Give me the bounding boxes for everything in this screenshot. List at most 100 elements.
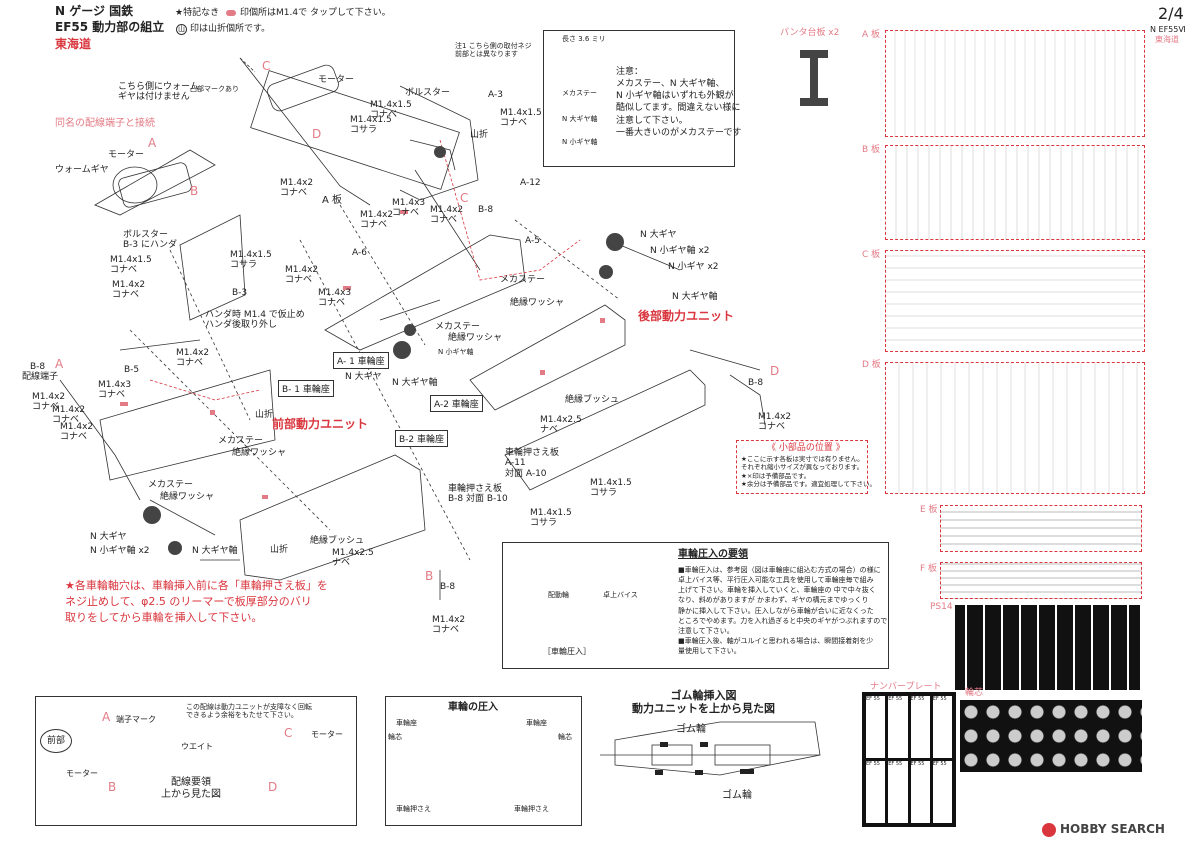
- screw-m14x2-i: M1.4x2 コナベ: [60, 422, 94, 443]
- sheet-a-label: A 板: [862, 30, 881, 40]
- number-plate-label: ナンバープレート: [870, 682, 942, 692]
- seat-a1: A- 1 車輪座: [333, 352, 389, 369]
- caution-box: 長さ 3.6 ミリ 注意： メカステー、N 大ギヤ軸、 N 小ギヤ軸はいずれも外…: [543, 30, 741, 167]
- wiring-letter-d: D: [268, 780, 278, 794]
- wheel-retainer-right: 車輪押さえ: [514, 805, 549, 813]
- terminal-mark: 端子マーク: [116, 715, 156, 724]
- n-small-gear-x2-rear: N 小ギヤ x2: [668, 262, 719, 272]
- insul-washer-rear2: 絶縁ワッシャ: [448, 333, 503, 343]
- sheet-f: [940, 562, 1142, 599]
- insul-washer-front: 絶縁ワッシャ: [232, 448, 287, 458]
- screw-m14x2-g: M1.4x2 コナベ: [32, 392, 66, 413]
- fix-note: 注1 こちら側の取付ネジ 前部とは異なります: [455, 42, 532, 59]
- note-c: 印は山折個所です。: [190, 24, 271, 34]
- seat-a2: A-2 車輪座: [430, 395, 483, 412]
- screw-m14x15-kosara-b: M1.4x1.5 コサラ: [230, 250, 272, 271]
- worm-gear-label: ウォームギヤ: [55, 165, 109, 175]
- n-large-axle-front: N 大ギヤ軸: [192, 546, 238, 556]
- bolster-label-top: ボルスター: [405, 88, 451, 98]
- wheel-core-left: 輪芯: [388, 733, 402, 741]
- front-unit-title: 前部動力ユニット: [272, 417, 369, 431]
- screw-m14x3-b: M1.4x3 コナベ: [318, 288, 352, 309]
- screw-m14x2-d: M1.4x2 コナベ: [285, 265, 319, 286]
- screw-length: 長さ 3.6 ミリ: [562, 35, 606, 43]
- letter-c-mid: C: [460, 191, 469, 205]
- mechastay-label: メカステー: [562, 89, 597, 97]
- insul-washer-front2: 絶縁ワッシャ: [160, 492, 215, 502]
- page-number: 2/4: [1158, 4, 1184, 23]
- mark-note: 凸部マークあり: [190, 85, 239, 93]
- screw-m14x15-kosara-d: M1.4x1.5 コサラ: [530, 508, 572, 529]
- mechastay-rear: メカステー: [500, 275, 546, 285]
- n-large-axle-label: N 大ギヤ軸: [562, 115, 598, 123]
- number-plate-3: EF 55: [910, 696, 930, 758]
- screw-m14x2-j: M1.4x2 コナベ: [758, 412, 792, 433]
- sheet-f-label: F 板: [920, 564, 938, 574]
- screw-m14x15-b: M1.4x1.5 コナベ: [500, 108, 542, 129]
- screw-m14x15-kosara-c: M1.4x1.5 コサラ: [590, 478, 632, 499]
- screw-m14x2-h: M1.4x2 コナベ: [52, 405, 86, 426]
- motor-label-top: モーター: [318, 75, 355, 85]
- insul-bush-rear: 絶縁ブッシュ: [565, 395, 620, 405]
- same-terminal-note: 同名の配線端子と接続: [55, 118, 155, 129]
- sheet-c-label: C 板: [862, 250, 881, 260]
- wheel-center-sheet: [960, 700, 1142, 772]
- wiring-title: 配線要領 上から見た図: [161, 777, 221, 800]
- wiring-note: この配線は動力ユニットが支障なく回転 できるよう余裕をもたせて下さい。: [186, 703, 312, 720]
- letter-a-mid: A: [148, 136, 157, 150]
- solder-note: ハンダ時 M1.4 で仮止め ハンダ後取り外し: [205, 310, 305, 331]
- panta-plate-label: パンタ台板 x2: [780, 28, 840, 38]
- press-wheel-title: 車輪の圧入: [448, 702, 498, 713]
- wheel-hole-note: ★各車輪軸穴は、車輪挿入前に各「車輪押さえ板」を ネジ止めして、φ2.5 のリー…: [65, 579, 328, 624]
- screw-m14x25-front: M1.4x2.5 ナベ: [332, 548, 374, 569]
- number-plate-8: EF 55: [932, 761, 952, 823]
- letter-d-top: D: [312, 127, 322, 141]
- screw-m14x3-c: M1.4x3 コナベ: [98, 380, 132, 401]
- sheet-ps14: [955, 605, 1140, 690]
- part-b8-top: B-8: [478, 205, 494, 215]
- press-box: 車輪圧入の要領 ■車輪圧入は、参考図（図は車輪座に組込む方式の場合）の様に 卓上…: [502, 542, 889, 669]
- wheel-seat-left: 車輪座: [396, 719, 417, 727]
- caution-text: 注意： メカステー、N 大ギヤ軸、 N 小ギヤ軸はいずれも外観が 酷似してます。…: [616, 67, 742, 138]
- part-b8-left: B-8: [30, 362, 46, 372]
- motor-right: モーター: [311, 730, 343, 739]
- sheet-b: [885, 145, 1145, 240]
- letter-a-left: A: [55, 357, 64, 371]
- rubber-tire-top: ゴム輪: [676, 724, 706, 735]
- rubber-title: ゴム輪挿入図 動力ユニットを上から見た図: [632, 689, 775, 715]
- sheet-a: [885, 30, 1145, 137]
- screw-m14x25-rear: M1.4x2.5 ナベ: [540, 415, 582, 436]
- insul-bush-front: 絶縁ブッシュ: [310, 536, 365, 546]
- screw-m14x2-e: M1.4x2 コナベ: [112, 280, 146, 301]
- rear-unit-title: 後部動力ユニット: [638, 309, 735, 323]
- number-plate-4: EF 55: [932, 696, 952, 758]
- number-plate-1: EF 55: [866, 696, 886, 758]
- model-name: N EF55Ⅵ: [1150, 25, 1186, 34]
- number-plate-sheet: EF 55 EF 55 EF 55 EF 55 EF 55 EF 55 EF 5…: [862, 692, 956, 827]
- press-text: ■車輪圧入は、参考図（図は車輪座に組込む方式の場合）の様に 卓上バイス等、平行圧…: [678, 566, 888, 656]
- letter-d-right: D: [770, 364, 780, 378]
- sheet-b-label: B 板: [862, 145, 881, 155]
- worm-note: こちら側にウォーム ギヤは付けません: [118, 82, 199, 103]
- wheel-retainer-left: 車輪押さえ: [396, 805, 431, 813]
- screw-m14x2-c: M1.4x2 コナベ: [430, 205, 464, 226]
- screw-m14x2-a: M1.4x2 コナベ: [280, 178, 314, 199]
- part-a6: A-6: [352, 248, 367, 258]
- watermark: HOBBY SEARCH: [1060, 822, 1165, 836]
- press-wheel-box: 車輪の圧入 車輪座 車輪座 輪芯 輪芯 車輪押さえ 車輪押さえ: [385, 696, 582, 826]
- mountain-fold-icon: 山: [176, 24, 187, 35]
- part-b5: B-5: [124, 365, 140, 375]
- sheet-e-label: E 板: [920, 505, 938, 515]
- mountain-fold-a: 山折: [470, 130, 489, 140]
- wheel-retainer-b: 車輪押さえ板 B-8 対面 B-10: [448, 484, 508, 505]
- n-large-gear-rear2: N 大ギヤ: [345, 372, 382, 382]
- part-b3: B-3: [232, 288, 248, 298]
- motor-label: モーター: [108, 150, 145, 160]
- header-line2: EF55 動力部の組立: [55, 20, 165, 34]
- n-small-gear-front: N 小ギヤ軸 x2: [90, 546, 150, 556]
- sheet-e: [940, 505, 1142, 552]
- header-line1: N ゲージ 国鉄: [55, 4, 134, 18]
- screw-m14x15-a: M1.4x1.5 コナベ: [370, 100, 412, 121]
- seat-b1: B- 1 車輪座: [278, 380, 334, 397]
